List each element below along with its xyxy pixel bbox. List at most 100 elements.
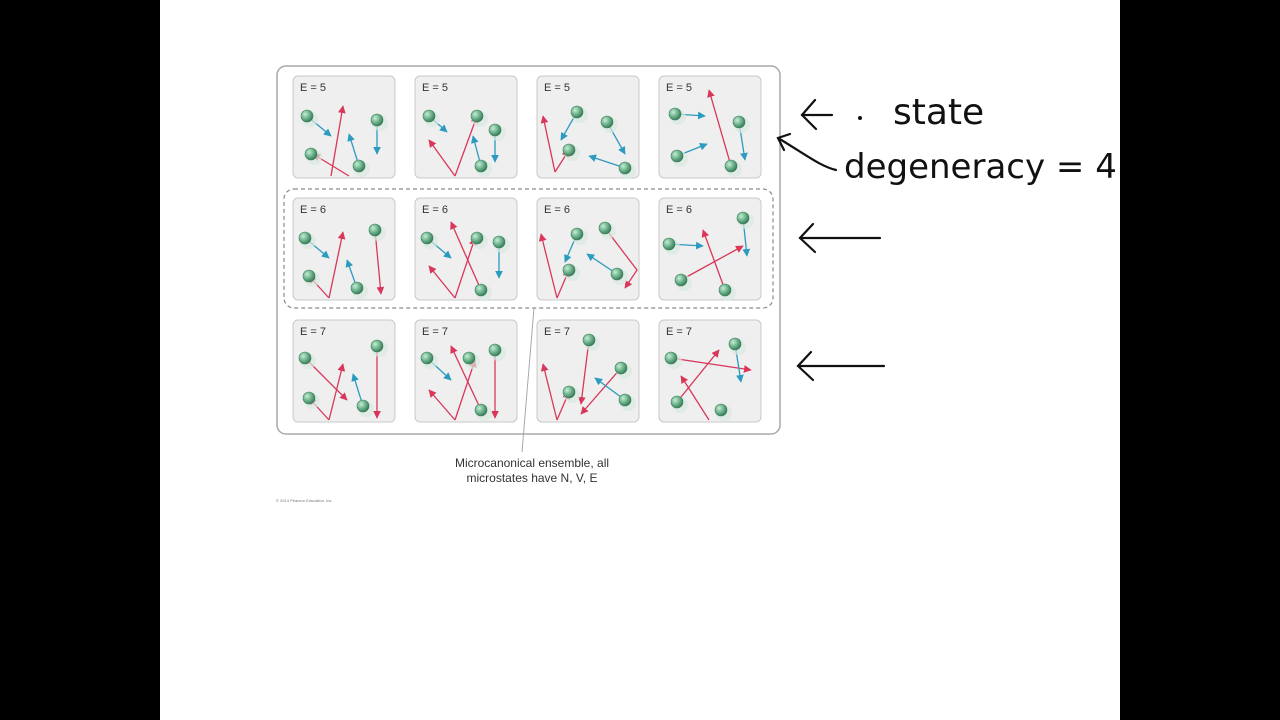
microstate-cell: E = 7 bbox=[414, 319, 518, 423]
cell-box bbox=[536, 319, 640, 423]
energy-label: E = 6 bbox=[422, 204, 448, 216]
microstate-cell: E = 7 bbox=[536, 319, 640, 423]
arrow-row-2 bbox=[798, 222, 882, 254]
particle bbox=[670, 395, 684, 409]
particle bbox=[470, 231, 484, 245]
energy-label: E = 7 bbox=[422, 326, 448, 338]
velocity-arrow-red bbox=[328, 231, 346, 299]
energy-label: E = 6 bbox=[300, 204, 326, 216]
particle bbox=[670, 149, 684, 163]
outer-frame bbox=[276, 65, 781, 435]
velocity-arrow-red bbox=[680, 375, 710, 421]
energy-label: E = 5 bbox=[300, 82, 326, 94]
particle bbox=[462, 351, 476, 365]
particle bbox=[610, 267, 624, 281]
velocity-arrow-red bbox=[450, 345, 482, 411]
arrow-row-3 bbox=[796, 350, 886, 382]
particle bbox=[718, 283, 732, 297]
particle bbox=[298, 351, 312, 365]
particle bbox=[600, 115, 614, 129]
energy-label: E = 6 bbox=[544, 204, 570, 216]
velocity-arrow-red bbox=[330, 105, 346, 177]
hook-arrow bbox=[776, 132, 838, 172]
particle bbox=[618, 161, 632, 175]
microstate-cell: E = 5 bbox=[292, 75, 396, 179]
particle bbox=[298, 231, 312, 245]
particle bbox=[368, 223, 382, 237]
particle bbox=[582, 333, 596, 347]
particle bbox=[370, 113, 384, 127]
energy-label: E = 6 bbox=[666, 204, 692, 216]
particle bbox=[474, 159, 488, 173]
ensemble-figure: E = 5 E = 5 E = 5 E = 5 E = 6 E = 6 E = 6 E = 6… bbox=[276, 65, 781, 453]
velocity-arrow-red bbox=[540, 363, 558, 421]
particle bbox=[470, 109, 484, 123]
velocity-arrow-red bbox=[580, 367, 622, 415]
annotation-dot bbox=[858, 116, 862, 120]
energy-label: E = 7 bbox=[544, 326, 570, 338]
particle bbox=[724, 159, 738, 173]
velocity-arrow-red bbox=[450, 221, 482, 291]
velocity-arrow-blue bbox=[588, 154, 626, 169]
microstate-cell: E = 6 bbox=[292, 197, 396, 301]
velocity-arrow-red bbox=[454, 115, 479, 177]
particle bbox=[674, 273, 688, 287]
particle bbox=[300, 109, 314, 123]
particle bbox=[420, 231, 434, 245]
particle bbox=[488, 343, 502, 357]
microstate-cell: E = 6 bbox=[536, 197, 640, 301]
particle bbox=[356, 399, 370, 413]
particle bbox=[732, 115, 746, 129]
velocity-arrow-red bbox=[428, 265, 456, 299]
velocity-arrow-red bbox=[701, 229, 726, 291]
particle bbox=[302, 269, 316, 283]
particle bbox=[352, 159, 366, 173]
particle bbox=[474, 283, 488, 297]
particle bbox=[614, 361, 628, 375]
particle bbox=[714, 403, 728, 417]
dashed-highlight-box bbox=[283, 188, 774, 309]
caption-line-2: microstates have N, V, E bbox=[466, 471, 598, 485]
velocity-arrow-red bbox=[538, 233, 558, 299]
microstate-cell: E = 6 bbox=[658, 197, 762, 301]
energy-label: E = 7 bbox=[300, 326, 326, 338]
arrow-row-1 bbox=[800, 98, 834, 131]
energy-label: E = 5 bbox=[544, 82, 570, 94]
velocity-arrow-red bbox=[454, 359, 477, 421]
microstate-cell: E = 7 bbox=[658, 319, 762, 423]
energy-label: E = 7 bbox=[666, 326, 692, 338]
particle bbox=[598, 221, 612, 235]
particle bbox=[570, 105, 584, 119]
particle bbox=[370, 339, 384, 353]
microstate-cell: E = 7 bbox=[292, 319, 396, 423]
velocity-arrow-red bbox=[707, 89, 732, 167]
cell-box bbox=[414, 75, 518, 179]
particle bbox=[562, 263, 576, 277]
microstate-cell: E = 5 bbox=[536, 75, 640, 179]
annotation-state: state bbox=[893, 92, 984, 133]
velocity-arrow-red bbox=[428, 389, 456, 421]
velocity-arrow-red bbox=[328, 363, 346, 421]
velocity-arrow-red bbox=[454, 237, 477, 299]
velocity-arrow-red bbox=[604, 227, 638, 289]
velocity-arrow-red bbox=[676, 349, 720, 403]
energy-label: E = 5 bbox=[666, 82, 692, 94]
particle bbox=[664, 351, 678, 365]
particle bbox=[474, 403, 488, 417]
microstate-cell: E = 5 bbox=[658, 75, 762, 179]
caption-line-1: Microcanonical ensemble, all bbox=[454, 456, 610, 470]
particle bbox=[562, 143, 576, 157]
energy-label: E = 5 bbox=[422, 82, 448, 94]
particle bbox=[736, 211, 750, 225]
particle bbox=[618, 393, 632, 407]
particle bbox=[304, 147, 318, 161]
velocity-arrow-red bbox=[578, 339, 590, 405]
particle bbox=[570, 227, 584, 241]
particle bbox=[728, 337, 742, 351]
slide-page: E = 5 E = 5 E = 5 E = 5 E = 6 E = 6 E = 6 E = 6… bbox=[160, 0, 1120, 720]
particle bbox=[350, 281, 364, 295]
caption: Microcanonical ensemble, all microstates… bbox=[416, 456, 648, 486]
caption-leader-line bbox=[521, 307, 535, 453]
velocity-arrow-red bbox=[670, 357, 752, 373]
annotation-degeneracy: degeneracy = 4 bbox=[844, 147, 1117, 187]
